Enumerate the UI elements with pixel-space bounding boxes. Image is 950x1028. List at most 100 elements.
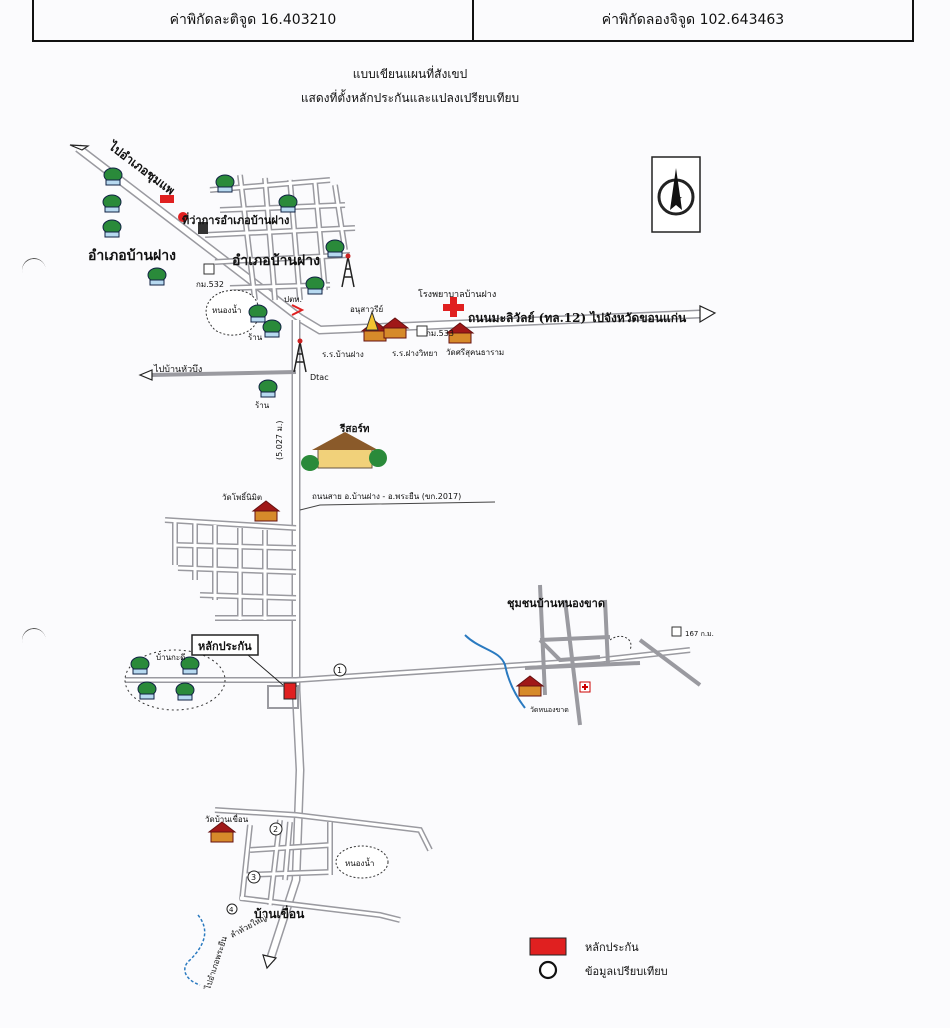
label-hospital: โรงพยาบาลบ้านฝาง (418, 289, 496, 300)
label-km167: 167 ก.ม. (685, 630, 714, 638)
police-icon (160, 195, 174, 203)
compass-north-label: N (672, 195, 682, 208)
label-temple-2: วัดโพธิ์นิมิต (222, 491, 262, 502)
collateral-marker (283, 682, 297, 700)
label-ptt: ปตท. (284, 295, 302, 304)
label-district-office: ที่ว่าการอำเภอบ้านฝาง (182, 212, 289, 227)
tree-icon (248, 304, 268, 323)
label-to-phra-yuen: ไปอำเภอพระยืน (203, 935, 229, 992)
school-building-icon (381, 317, 409, 339)
comparison-pin-3 (247, 870, 261, 884)
pond-north (205, 289, 260, 336)
north-compass (651, 156, 701, 233)
label-to-hua-bueng: ไปบ้านหัวบึง (153, 364, 202, 375)
label-district-name-1: อำเภอบ้านฝาง (88, 248, 176, 264)
label-stream: ลำห้วยใหญ่ (229, 913, 269, 940)
comparison-pin-4 (226, 903, 238, 915)
road-network (75, 144, 702, 962)
tree-icon (262, 319, 282, 338)
tree-icon (137, 681, 157, 700)
label-collateral-tag: หลักประกัน (198, 640, 252, 653)
tree-icon (278, 194, 298, 213)
tree-icon (102, 219, 122, 238)
pin-label-4: 4 (229, 906, 234, 914)
collateral-leader-line (247, 654, 284, 686)
pond-south (335, 845, 389, 879)
temple-icons (208, 317, 544, 843)
town-grid-south-inner (214, 808, 432, 922)
hospital-icon (443, 297, 464, 317)
road-to-nong-khat (125, 647, 691, 683)
tree-icon (175, 682, 195, 701)
town-grid-north (204, 174, 356, 301)
km-post-icon (416, 325, 428, 337)
legend-comparison-label: ข้อมูลเปรียบเทียบ (585, 965, 668, 978)
tree-icon (147, 267, 167, 286)
office-building-icon (198, 222, 208, 234)
label-community: ชุมชนบ้านหนองขาด (507, 597, 605, 611)
km-post-icon (671, 626, 682, 637)
label-pond-north: หนองน้ำ (212, 304, 241, 315)
cell-tower-icon (341, 252, 355, 288)
town-grid-north-inner (204, 174, 356, 301)
legend-comparison-swatch (538, 960, 558, 980)
legend (529, 937, 567, 980)
label-village-west: บ้านกะดี (156, 653, 185, 662)
misc-symbols (160, 195, 682, 700)
arrow-to-khonkaen (699, 305, 717, 324)
label-school-1: ร.ร.บ้านฝาง (322, 350, 364, 359)
road-label-leader (299, 501, 496, 511)
temple-icon (252, 500, 280, 522)
pin-label-2: 2 (273, 825, 278, 834)
pond-east (609, 635, 632, 651)
pin-label-1: 1 (337, 666, 342, 675)
resort-icon (301, 432, 387, 471)
road-spur-hua-bueng (149, 370, 297, 377)
label-ban-khuean: บ้านเขื่อน (254, 905, 305, 921)
temple-icon (516, 675, 544, 697)
temple-icon (208, 821, 236, 843)
comparison-pin-2 (269, 822, 283, 836)
direction-arrows (69, 144, 717, 970)
label-monument: อนุสาวรีย์ (350, 304, 383, 314)
tree-icon (305, 276, 325, 295)
label-school-2: ร.ร.ฝางวิทยา (392, 349, 438, 358)
map-labels: ไปอำเภอชุมแพ ที่ว่าการอำเภอบ้านฝาง อำเภอ… (88, 137, 714, 991)
town-grid-middle-inner (164, 518, 297, 620)
tree-icon (215, 174, 235, 193)
label-dtac: Dtac (310, 373, 329, 382)
label-temple-east: วัดหนองขาด (530, 706, 569, 714)
legend-collateral-label: หลักประกัน (585, 941, 639, 954)
water-features (124, 289, 632, 986)
tree-icon (102, 194, 122, 213)
label-road-length: (5.027 ม.) (275, 420, 284, 460)
map-title: แบบเขียนแผนที่สังเขป แสดงที่ตั้งหลักประก… (250, 62, 570, 110)
arrow-to-phra-yuen (262, 954, 278, 970)
highway-12-to-khonkaen (297, 309, 701, 335)
tree-icon (258, 379, 278, 398)
collateral-label-box (191, 634, 259, 656)
comparison-pins (226, 663, 347, 915)
stream-east (464, 634, 526, 709)
arrow-to-hua-bueng (138, 369, 153, 381)
district-office-marker-icon (178, 212, 188, 222)
longitude-label: ค่าพิกัดลองจิจูด 102.643463 (601, 12, 785, 28)
community-grid-east (524, 584, 702, 726)
monument-icon (365, 310, 379, 331)
label-shop: ร้าน (248, 333, 263, 342)
clinic-icon (579, 681, 591, 693)
label-resort: รีสอร์ท (339, 423, 369, 435)
collateral-plot-outline (267, 685, 299, 709)
km-post-icon (203, 263, 215, 275)
arrow-to-chumphae (69, 144, 90, 151)
tree-icon (103, 167, 123, 186)
label-area-shop: ร้าน (255, 401, 270, 410)
latitude-label: ค่าพิกัดละติจูด 16.403210 (34, 0, 474, 40)
ptt-station-icon (291, 304, 305, 316)
pin-label-3: 3 (251, 873, 256, 882)
comparison-pin-1 (333, 663, 347, 677)
label-km533: กม.533 (426, 329, 454, 338)
label-km532: กม.532 (196, 280, 224, 289)
label-temple-3: วัดบ้านเขื่อน (205, 813, 249, 824)
